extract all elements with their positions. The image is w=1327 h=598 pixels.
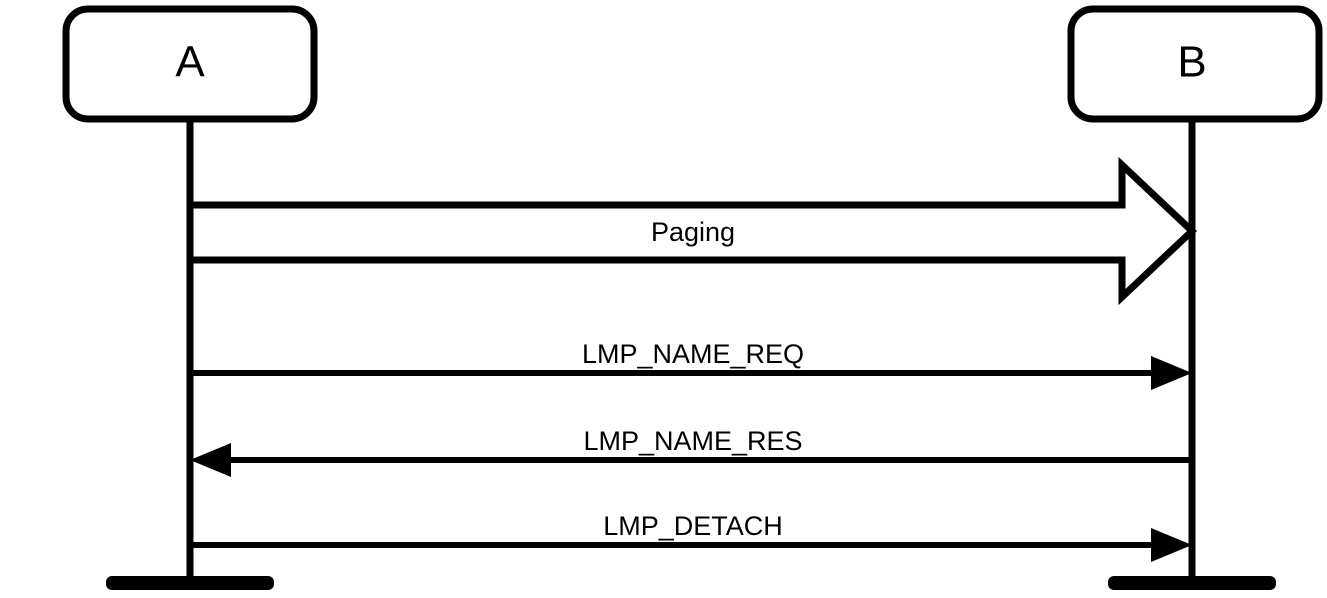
message-label-paging: Paging	[651, 217, 735, 247]
participant-label-b: B	[1177, 38, 1206, 87]
message-label-lmp-name-res: LMP_NAME_RES	[583, 426, 802, 456]
participant-box-b[interactable]	[1067, 5, 1323, 123]
message-arrowhead-lmp-name-req	[1151, 356, 1192, 390]
message-arrow-paging[interactable]	[190, 156, 1198, 306]
message-label-lmp-detach: LMP_DETACH	[603, 511, 783, 541]
message-arrowhead-lmp-detach	[1151, 528, 1192, 562]
lifeline-terminator-a	[106, 576, 274, 590]
message-label-lmp-name-req: LMP_NAME_REQ	[582, 339, 804, 369]
message-arrowhead-lmp-name-res	[190, 443, 231, 477]
lifeline-terminator-b	[1108, 576, 1276, 590]
participant-label-a: A	[175, 38, 205, 87]
participant-box-a[interactable]	[62, 5, 318, 123]
